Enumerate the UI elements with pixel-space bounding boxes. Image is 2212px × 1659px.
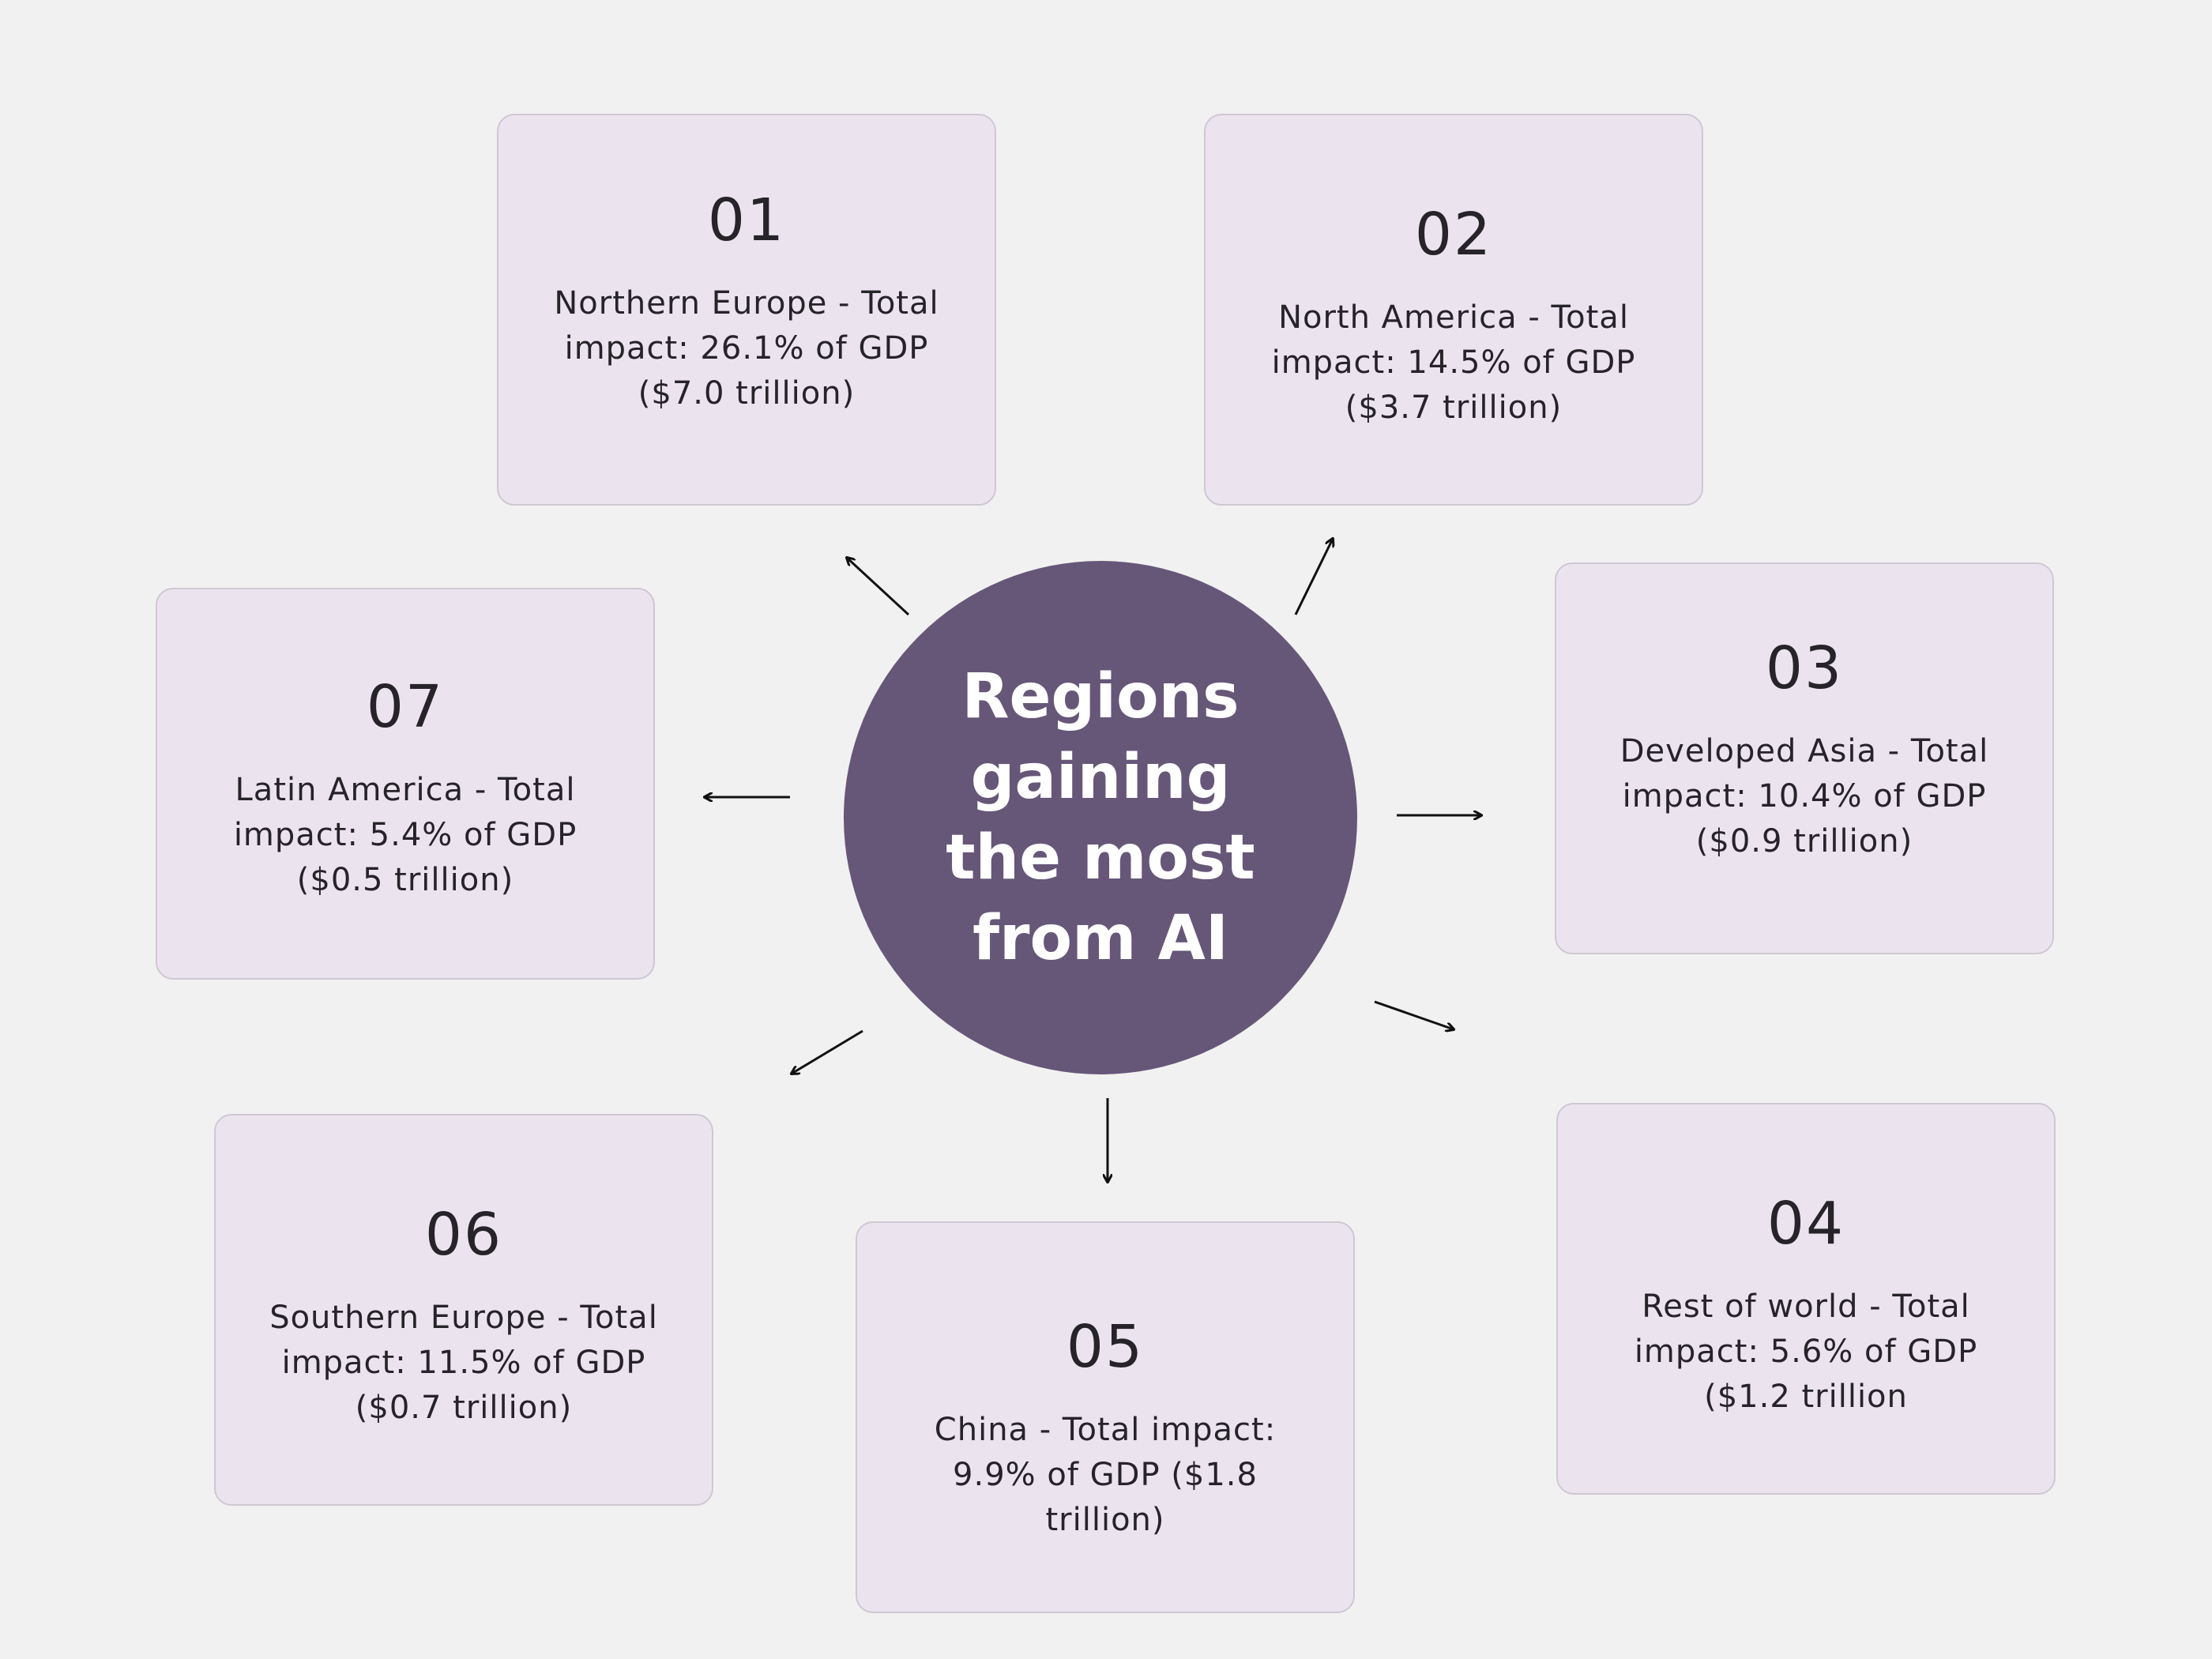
arrow-to-02 <box>1294 539 1333 615</box>
region-card-03: 03 Developed Asia - Total impact: 10.4% … <box>1555 562 2054 954</box>
card-text: Southern Europe - Total impact: 11.5% of… <box>269 1300 658 1426</box>
region-card-06: 06 Southern Europe - Total impact: 11.5%… <box>214 1114 713 1506</box>
card-text: China - Total impact: 9.9% of GDP ($1.8 … <box>934 1412 1277 1538</box>
card-number: 04 <box>1766 1190 1845 1258</box>
region-card-01: 01 Northern Europe - Total impact: 26.1%… <box>497 114 996 506</box>
card-number: 02 <box>1414 201 1493 269</box>
region-card-07: 07 Latin America - Total impact: 5.4% of… <box>156 588 655 980</box>
card-text: Northern Europe - Total impact: 26.1% of… <box>554 285 939 412</box>
region-card-04: 04 Rest of world - Total impact: 5.6% of… <box>1556 1103 2056 1495</box>
arrow-to-01 <box>847 558 910 616</box>
arrow-to-06 <box>792 1029 863 1074</box>
region-card-02: 02 North America - Total impact: 14.5% o… <box>1204 114 1703 506</box>
card-text: Latin America - Total impact: 5.4% of GD… <box>233 772 577 898</box>
card-text: Developed Asia - Total impact: 10.4% of … <box>1620 733 1989 860</box>
arrow-to-04 <box>1374 1000 1454 1029</box>
center-title: Regions gaining the most from AI <box>946 661 1255 974</box>
card-text: North America - Total impact: 14.5% of G… <box>1271 299 1636 426</box>
card-number: 05 <box>1066 1313 1145 1381</box>
region-card-05: 05 China - Total impact: 9.9% of GDP ($1… <box>856 1221 1355 1613</box>
card-number: 06 <box>424 1201 503 1269</box>
card-text: Rest of world - Total impact: 5.6% of GD… <box>1634 1288 1978 1415</box>
center-circle: Regions gaining the most from AI <box>844 561 1357 1074</box>
card-number: 03 <box>1765 634 1844 702</box>
card-number: 01 <box>707 186 786 254</box>
card-number: 07 <box>366 673 445 741</box>
